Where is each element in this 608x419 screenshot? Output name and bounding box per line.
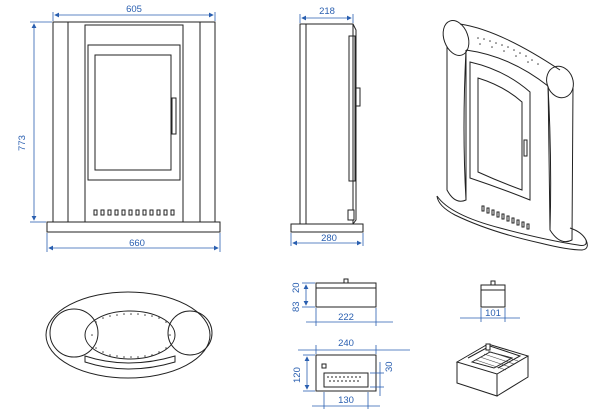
top-view bbox=[45, 291, 213, 379]
burner-isometric-view bbox=[455, 343, 530, 397]
dim-front-width-top: 605 bbox=[126, 4, 142, 15]
dim-burner-slot-height: 30 bbox=[384, 361, 395, 372]
dim-burner-slot-width: 130 bbox=[338, 395, 354, 406]
dim-burner-height-b: 20 bbox=[291, 282, 302, 293]
front-view: 605 773 660 bbox=[17, 4, 221, 252]
dim-front-height: 773 bbox=[17, 135, 28, 151]
top-view-vent-dots bbox=[91, 313, 171, 358]
dim-side-depth: 218 bbox=[319, 6, 335, 17]
dim-burner-end-width: 101 bbox=[485, 308, 501, 319]
isometric-view bbox=[436, 20, 588, 251]
burner-end-view: 101 bbox=[460, 280, 520, 322]
dim-front-base-width: 660 bbox=[129, 238, 145, 249]
dim-burner-width: 222 bbox=[338, 312, 354, 323]
dim-burner-top-width: 240 bbox=[338, 338, 354, 349]
iso-top-vent-dots bbox=[477, 37, 539, 65]
dim-burner-height-a: 83 bbox=[291, 301, 302, 312]
side-view: 218 280 bbox=[290, 6, 364, 246]
burner-top-view: 240 120 30 130 bbox=[292, 338, 410, 409]
iso-vent-slots bbox=[481, 205, 530, 230]
burner-slot-dots bbox=[327, 376, 361, 382]
dim-burner-top-height: 120 bbox=[292, 367, 303, 383]
dim-side-base-depth: 280 bbox=[321, 233, 337, 244]
burner-side-view: 83 20 222 bbox=[291, 278, 393, 326]
front-vent-slots bbox=[93, 209, 175, 216]
